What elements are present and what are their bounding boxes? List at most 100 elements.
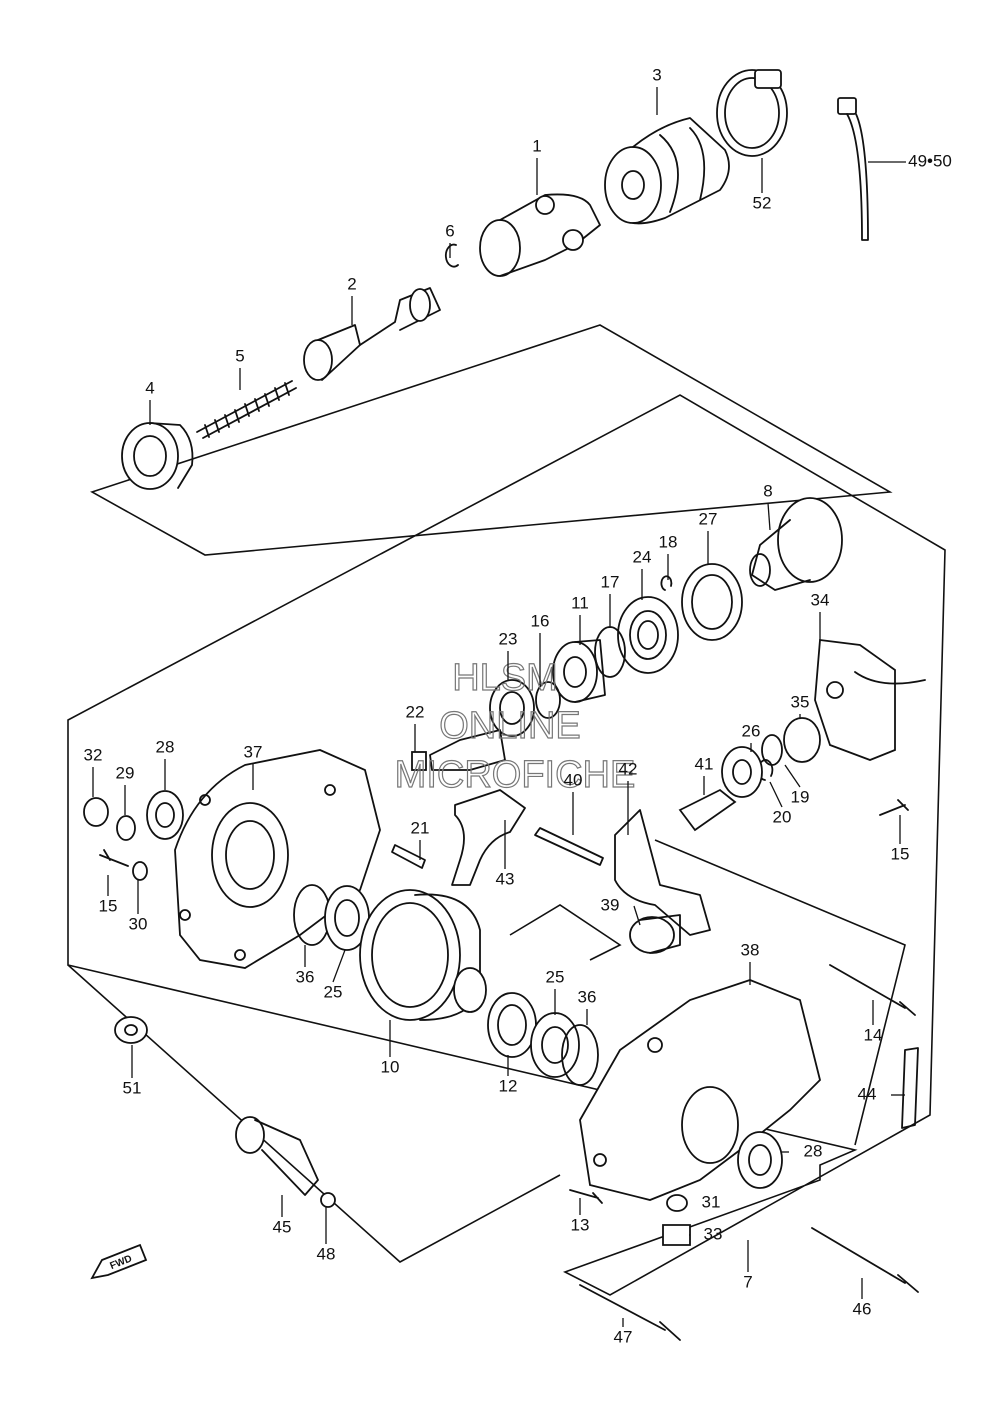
part-1-ujoint (479, 193, 601, 277)
watermark: HLSM ONLINE MICROFICHE (394, 656, 636, 796)
callout-12: 12 (499, 1076, 518, 1095)
leader-lines (92, 87, 906, 1327)
callout-51: 51 (123, 1078, 142, 1097)
callout-28a: 28 (156, 737, 175, 756)
watermark-line3: MICROFICHE (395, 754, 636, 796)
callout-26: 26 (742, 721, 761, 740)
part-36b-ring (561, 1024, 599, 1086)
part-32-plug (83, 797, 109, 827)
callout-29: 29 (116, 763, 135, 782)
callout-39: 39 (601, 895, 620, 914)
part-51-nut (114, 1016, 148, 1044)
part-25b-bearing (530, 1012, 580, 1078)
callout-16: 16 (531, 611, 550, 630)
callout-22: 22 (406, 702, 425, 721)
watermark-line1: HLSM (452, 657, 558, 699)
part-22-pinion (411, 729, 506, 771)
part-37-housing (174, 749, 381, 969)
callout-46: 46 (853, 1299, 872, 1318)
part-23-bearing (489, 679, 535, 737)
callout-33: 33 (704, 1224, 723, 1243)
part-33-plug (662, 1224, 691, 1246)
leader-line-8 (767, 502, 771, 531)
leader-line-20 (769, 781, 783, 808)
callout-35: 35 (791, 692, 810, 711)
callout-42: 42 (619, 759, 638, 778)
fwd-arrow-icon: FWD (90, 1243, 148, 1280)
callout-17: 17 (601, 572, 620, 591)
callout-28b: 28 (804, 1141, 823, 1160)
part-46-bolt (811, 1227, 919, 1293)
housing-group-frame (67, 394, 946, 1296)
part-40-rod (534, 827, 604, 866)
part-6-circlip (444, 243, 459, 268)
part-25a-bearing (324, 885, 370, 951)
callout-19: 19 (791, 787, 810, 806)
part-8-yoke (749, 497, 843, 591)
part-29-washer (116, 815, 136, 841)
callout-18: 18 (659, 532, 678, 551)
part-34-actuator (814, 638, 926, 761)
callout-5: 5 (235, 346, 244, 365)
callout-48: 48 (317, 1244, 336, 1263)
callout-24: 24 (633, 547, 652, 566)
callout-25b: 25 (546, 967, 565, 986)
callout-8: 8 (763, 481, 772, 500)
part-11-collar (552, 639, 606, 703)
part-31-washer (666, 1194, 688, 1212)
callout-31: 31 (702, 1192, 721, 1211)
part-21-pin (391, 844, 426, 869)
callout-2: 2 (347, 274, 356, 293)
callout-43: 43 (496, 869, 515, 888)
callout-23: 23 (499, 629, 518, 648)
part-13-bolt (569, 1189, 603, 1204)
callout-7: 7 (743, 1272, 752, 1291)
callout-38: 38 (741, 940, 760, 959)
group-frames (67, 324, 946, 1296)
part-3-boot (604, 117, 730, 225)
callout-6: 6 (445, 221, 454, 240)
part-30-washer (132, 861, 148, 881)
callout-4: 4 (145, 378, 154, 397)
callout-37: 37 (244, 742, 263, 761)
callout-labels: 1234567810111213141515161718192021222324… (84, 65, 952, 1346)
watermark-line2: ONLINE (439, 705, 580, 747)
part-47-bolt (579, 1284, 681, 1341)
part-4-cap (121, 422, 194, 490)
part-14-bolt (829, 964, 916, 1016)
callout-3: 3 (652, 65, 661, 84)
callout-44: 44 (858, 1084, 877, 1103)
callout-21: 21 (411, 818, 430, 837)
callout-25a: 25 (324, 982, 343, 1001)
callout-45: 45 (273, 1217, 292, 1236)
part-15b-bolt (879, 799, 909, 816)
part-15a-bolt (99, 849, 129, 867)
callout-27: 27 (699, 509, 718, 528)
callout-14: 14 (864, 1025, 883, 1044)
callout-49-50: 49•50 (908, 151, 952, 170)
callout-52: 52 (753, 193, 772, 212)
part-12-seal (487, 992, 537, 1058)
part-52-clamp (716, 69, 788, 157)
part-39-sleeve (629, 914, 681, 954)
part-41-sensor (678, 788, 737, 832)
part-2-shaft (303, 287, 441, 381)
callout-36a: 36 (296, 967, 315, 986)
part-18-clip (660, 575, 673, 591)
callout-41: 41 (695, 754, 714, 773)
part-27-seal (681, 563, 743, 641)
callout-15a: 15 (99, 896, 118, 915)
callout-20: 20 (773, 807, 792, 826)
callout-11: 11 (571, 593, 589, 612)
callout-40: 40 (564, 770, 583, 789)
part-24-bearing (617, 596, 679, 674)
part-35-gasket (783, 717, 821, 763)
part-38-housing (579, 979, 821, 1201)
part-16-shim (535, 681, 561, 719)
part-43-fork (451, 789, 526, 886)
inner-frame-a (67, 964, 561, 1263)
inner-frame-c (654, 839, 906, 1146)
part-28b-seal (737, 1131, 783, 1189)
leader-line-19 (784, 764, 801, 788)
